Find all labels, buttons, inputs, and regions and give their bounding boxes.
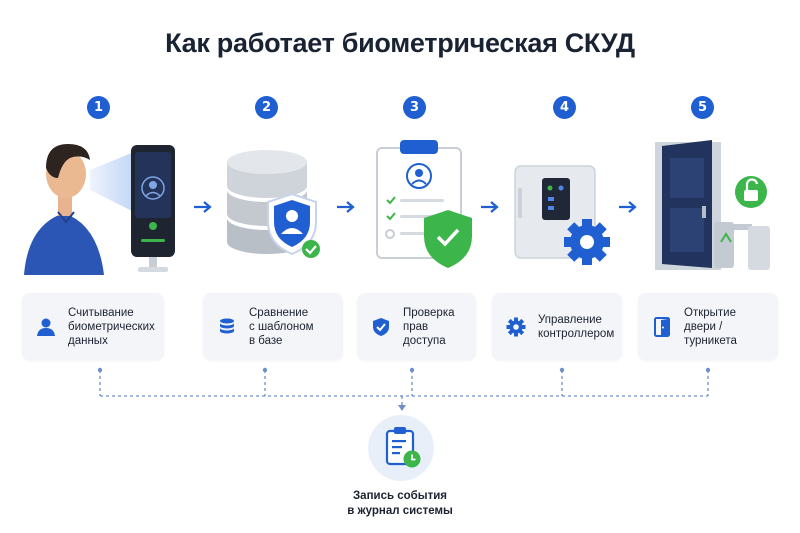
turnstile bbox=[714, 222, 734, 268]
user-icon bbox=[37, 318, 55, 336]
step-badge-4: 4 bbox=[553, 96, 576, 119]
database-illustration bbox=[227, 150, 320, 258]
person-body bbox=[24, 213, 104, 275]
step-badge-2: 2 bbox=[255, 96, 278, 119]
shield-check-icon bbox=[373, 317, 389, 336]
step-card-3: Проверка прав доступа bbox=[357, 293, 476, 360]
checklist-illustration bbox=[376, 140, 472, 268]
step-label-2: Сравнение с шаблоном в базе bbox=[249, 306, 314, 347]
step-card-1: Считывание биометрических данных bbox=[22, 293, 164, 360]
door-icon bbox=[654, 316, 670, 337]
face-scan-illustration bbox=[24, 144, 175, 275]
step-badge-1: 1 bbox=[87, 96, 110, 119]
step-card-5: Открытие двери / турникета bbox=[638, 293, 778, 360]
arrow-right-icon bbox=[194, 201, 212, 213]
gear-icon bbox=[564, 219, 610, 265]
step-label-3: Проверка прав доступа bbox=[403, 306, 455, 347]
step-label-5: Открытие двери / турникета bbox=[684, 306, 737, 347]
log-event-circle bbox=[368, 415, 434, 481]
check-icon bbox=[302, 240, 320, 258]
gear-icon bbox=[506, 317, 526, 336]
step-badge-3: 3 bbox=[403, 96, 426, 119]
step-label-4: Управление контроллером bbox=[538, 313, 615, 340]
arrow-right-icon bbox=[481, 201, 499, 213]
door-illustration bbox=[655, 140, 770, 270]
step-card-4: Управление контроллером bbox=[492, 293, 622, 360]
log-event-label: Запись события в журнал системы bbox=[347, 490, 453, 517]
scan-beam bbox=[90, 152, 134, 212]
clipboard-clock-icon bbox=[385, 427, 421, 468]
step-badge-5: 5 bbox=[691, 96, 714, 119]
database-icon bbox=[220, 318, 234, 333]
step-label-1: Считывание биометрических данных bbox=[68, 306, 155, 347]
controller-illustration bbox=[514, 165, 610, 265]
arrow-right-icon bbox=[619, 201, 637, 213]
page-title: Как работает биометрическая СКУД bbox=[165, 28, 635, 58]
arrow-right-icon bbox=[337, 201, 355, 213]
step-card-2: Сравнение с шаблоном в базе bbox=[203, 293, 343, 360]
